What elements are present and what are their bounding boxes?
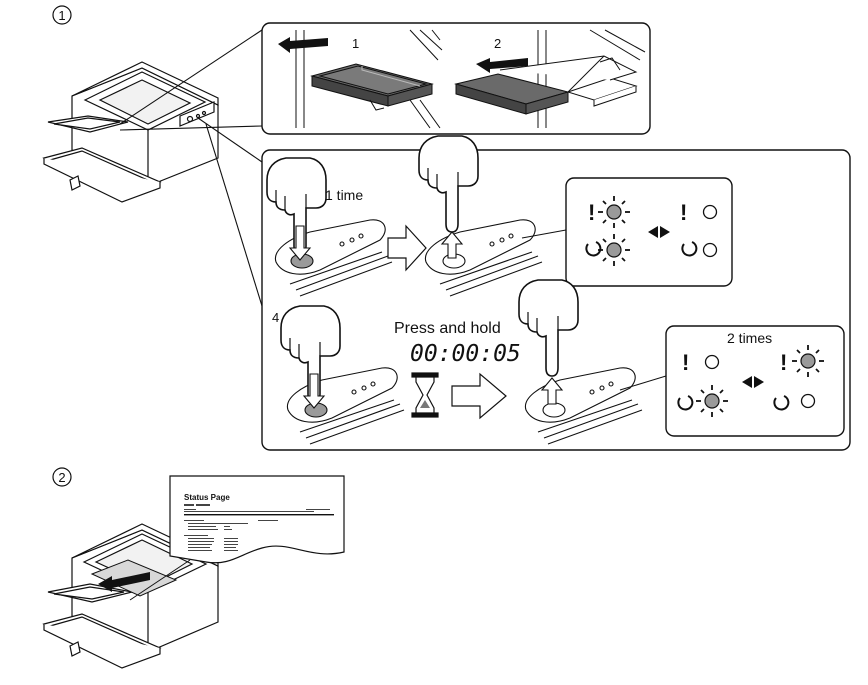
power-led-lit-2 bbox=[677, 384, 729, 418]
printer-illustration-bottom bbox=[42, 523, 219, 669]
svg-text:!: ! bbox=[780, 350, 787, 375]
status-page-sheet: Status Page bbox=[169, 475, 345, 564]
step-1-label: 1 bbox=[352, 36, 359, 51]
step-1-number: 1 bbox=[58, 8, 65, 23]
attention-led-lit bbox=[597, 195, 631, 229]
control-panel-hold-release bbox=[524, 367, 643, 445]
power-icon-2 bbox=[773, 395, 790, 411]
hand-release-icon-2 bbox=[518, 279, 579, 405]
press-count-one-text: 1 time bbox=[325, 187, 363, 203]
pull-arrow-2-icon bbox=[476, 58, 528, 73]
hourglass-icon bbox=[411, 372, 439, 418]
arrow-right-icon-2 bbox=[451, 372, 507, 420]
step-2-number: 2 bbox=[58, 470, 65, 485]
power-icon bbox=[681, 241, 698, 257]
printer-illustration-top bbox=[42, 61, 219, 203]
attention-icon: ! bbox=[588, 200, 595, 225]
callout-lines bbox=[119, 29, 263, 307]
status-page-content-lines bbox=[184, 504, 334, 551]
attention-led-off-2 bbox=[704, 354, 720, 370]
paper-eject-arrow-icon bbox=[98, 572, 150, 592]
attention-led-lit-2: ! bbox=[780, 344, 825, 378]
attention-led-off bbox=[702, 204, 718, 220]
step-1-marker: 1 bbox=[52, 5, 72, 25]
led-status-box-step3: ! ! bbox=[565, 177, 733, 287]
tray-unextended bbox=[310, 63, 434, 111]
press-and-hold-text: Press and hold bbox=[394, 320, 501, 337]
pull-arrow-1-icon bbox=[278, 37, 328, 53]
blink-count-text: 2 times bbox=[727, 330, 772, 346]
step-2-label: 2 bbox=[494, 36, 501, 51]
step-4-label: 4 bbox=[272, 310, 279, 325]
power-led-off-2 bbox=[800, 393, 816, 409]
power-led-off bbox=[702, 242, 718, 258]
control-panel-hold bbox=[286, 367, 405, 445]
panel-extend-tray: 1 2 bbox=[261, 22, 651, 135]
hold-timer: 00:00:05 bbox=[410, 341, 521, 367]
hand-release-icon bbox=[418, 135, 479, 259]
power-led-lit bbox=[585, 233, 631, 267]
led-status-box-step4: 2 times ! ! bbox=[665, 325, 845, 437]
control-panel-release bbox=[424, 219, 543, 297]
hand-hold-icon bbox=[280, 305, 341, 409]
tray-extended bbox=[454, 55, 638, 115]
arrow-right-icon bbox=[387, 224, 427, 272]
hand-press-icon bbox=[266, 157, 327, 261]
alternate-arrows-icon bbox=[648, 226, 670, 238]
control-panel-press bbox=[274, 219, 393, 297]
attention-icon-off: ! bbox=[680, 200, 687, 225]
step-2-marker: 2 bbox=[52, 467, 72, 487]
status-page-title: Status Page bbox=[184, 493, 230, 502]
alternate-arrows-icon-2 bbox=[742, 376, 764, 388]
attention-icon-off-2: ! bbox=[682, 350, 689, 375]
panel-button-sequence: 3 1 time ! bbox=[261, 135, 851, 451]
